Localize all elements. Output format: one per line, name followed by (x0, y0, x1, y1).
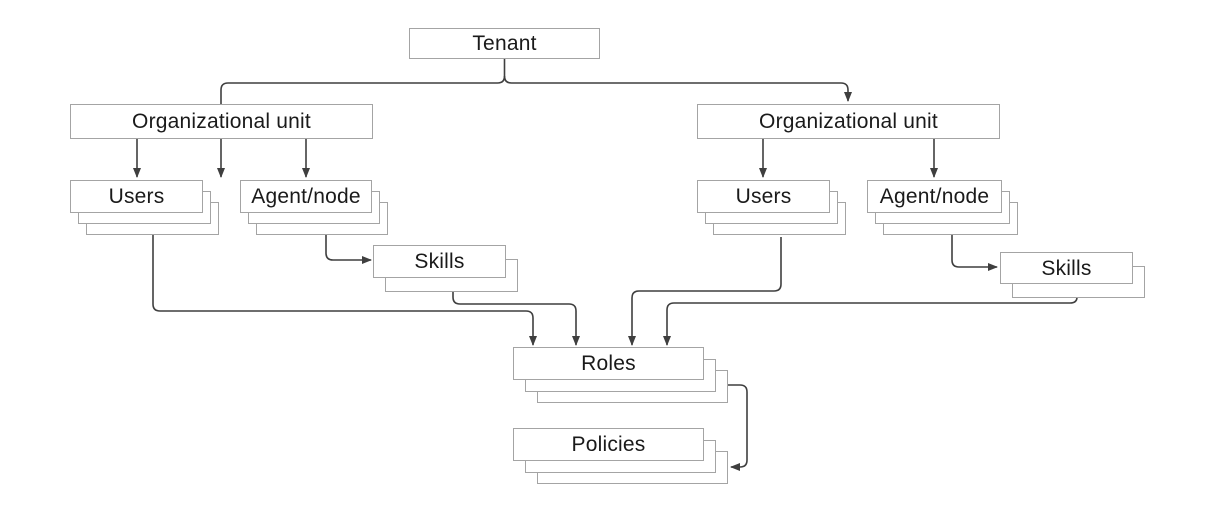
agent-node-left-box: Agent/node (240, 180, 372, 213)
policies-node: Policies (513, 428, 728, 484)
org-unit-left-box: Organizational unit (70, 104, 373, 139)
policies-box: Policies (513, 428, 704, 461)
agent-node-left-node: Agent/node (240, 180, 388, 235)
edge-skillsright-roles (663, 296, 1078, 346)
skills-right-node: Skills (1000, 252, 1145, 298)
users-left-node: Users (70, 180, 219, 235)
skills-right-box: Skills (1000, 252, 1133, 284)
edge-usersright-roles (628, 237, 782, 346)
tenant-label: Tenant (472, 32, 537, 55)
org-unit-right-node: Organizational unit (697, 104, 1000, 139)
agent-node-right-label: Agent/node (879, 185, 990, 208)
org-unit-left-node: Organizational unit (70, 104, 373, 139)
tenant-box: Tenant (409, 28, 600, 59)
org-unit-right-box: Organizational unit (697, 104, 1000, 139)
roles-box: Roles (513, 347, 704, 380)
edge-tenant-org-right (503, 75, 852, 102)
skills-left-label: Skills (414, 250, 465, 273)
users-right-label: Users (735, 185, 792, 208)
tenant-node: Tenant (409, 28, 600, 59)
roles-label: Roles (581, 352, 636, 375)
org-unit-left-label: Organizational unit (132, 110, 311, 133)
org-unit-right-label: Organizational unit (759, 110, 938, 133)
skills-left-box: Skills (373, 245, 506, 278)
users-right-node: Users (697, 180, 846, 235)
users-right-box: Users (697, 180, 830, 213)
edge-agentleft-skills (325, 235, 372, 264)
skills-left-node: Skills (373, 245, 518, 292)
agent-node-right-box: Agent/node (867, 180, 1002, 213)
edge-roles-policies (728, 384, 748, 471)
users-left-box: Users (70, 180, 203, 213)
roles-node: Roles (513, 347, 728, 403)
edge-agentright-skills (951, 235, 998, 271)
edge-skillsleft-roles (452, 292, 580, 346)
users-left-label: Users (108, 185, 165, 208)
agent-node-left-label: Agent/node (251, 185, 361, 208)
policies-label: Policies (571, 433, 646, 456)
skills-right-label: Skills (1041, 256, 1092, 280)
edge-usersleft-roles (152, 235, 537, 346)
agent-node-right-node: Agent/node (867, 180, 1018, 235)
